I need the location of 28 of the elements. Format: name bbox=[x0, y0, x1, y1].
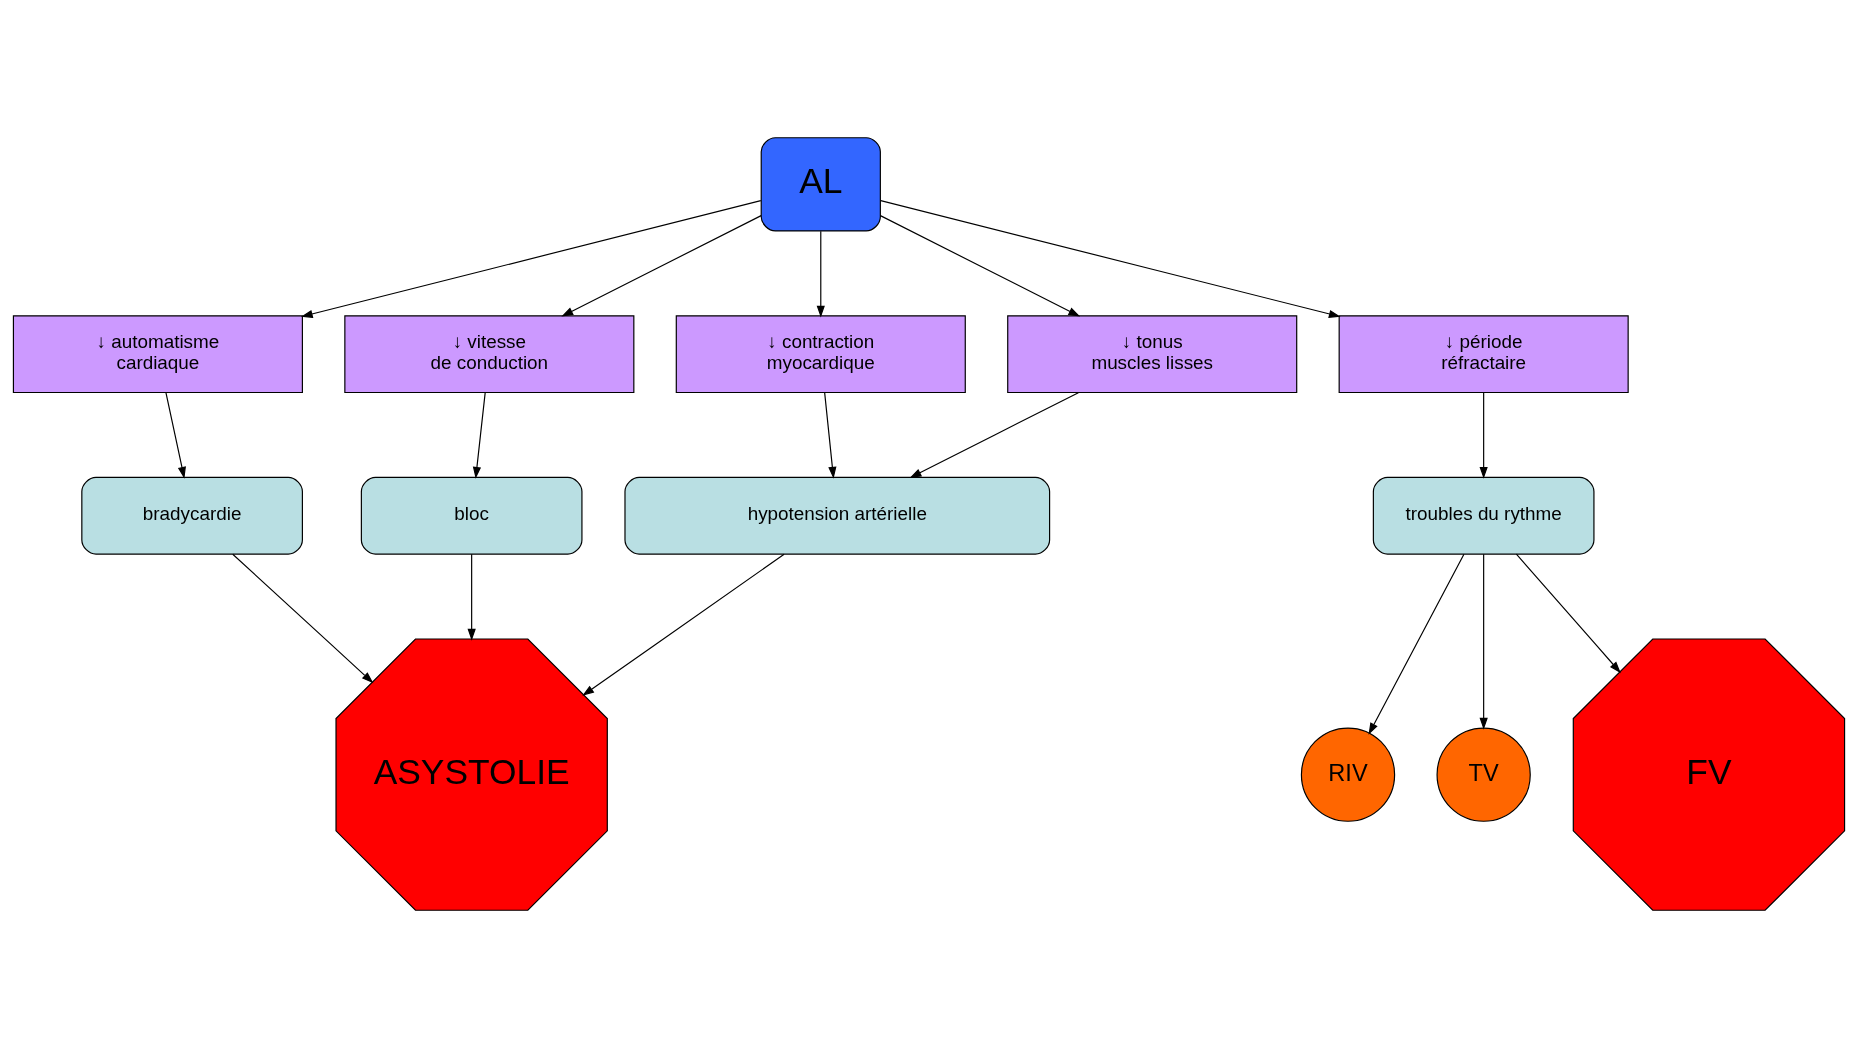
arrow bbox=[909, 391, 1079, 478]
node-box: bloc bbox=[360, 476, 583, 555]
arrow bbox=[472, 391, 486, 479]
node-box: hypotension artérielle bbox=[624, 476, 1051, 555]
node-box: troubles du rythme bbox=[1372, 476, 1595, 555]
arrow bbox=[879, 214, 1081, 317]
node-box: bradycardie bbox=[81, 476, 303, 555]
arrow bbox=[1368, 553, 1465, 735]
arrow bbox=[816, 230, 825, 317]
arrow bbox=[165, 391, 186, 479]
node-box: AL bbox=[760, 136, 881, 231]
arrow bbox=[232, 553, 374, 683]
node-box: ↓ période réfractaire bbox=[1338, 314, 1629, 393]
node-circle: TV bbox=[1436, 726, 1531, 822]
node-box: ↓ automatisme cardiaque bbox=[12, 314, 303, 393]
node-box: ↓ vitesse de conduction bbox=[344, 314, 635, 393]
arrow bbox=[561, 214, 762, 317]
arrow bbox=[582, 553, 785, 696]
arrow bbox=[1479, 553, 1488, 730]
arrow bbox=[824, 391, 837, 479]
arrow bbox=[880, 199, 1341, 318]
node-box: ↓ tonus muscles lisses bbox=[1007, 314, 1298, 393]
arrow bbox=[1479, 391, 1488, 479]
arrow bbox=[300, 199, 762, 318]
node-box: ↓ contraction myocardique bbox=[675, 314, 966, 393]
arrow bbox=[1515, 553, 1621, 673]
node-circle: RIV bbox=[1300, 726, 1396, 822]
arrow bbox=[467, 553, 476, 641]
